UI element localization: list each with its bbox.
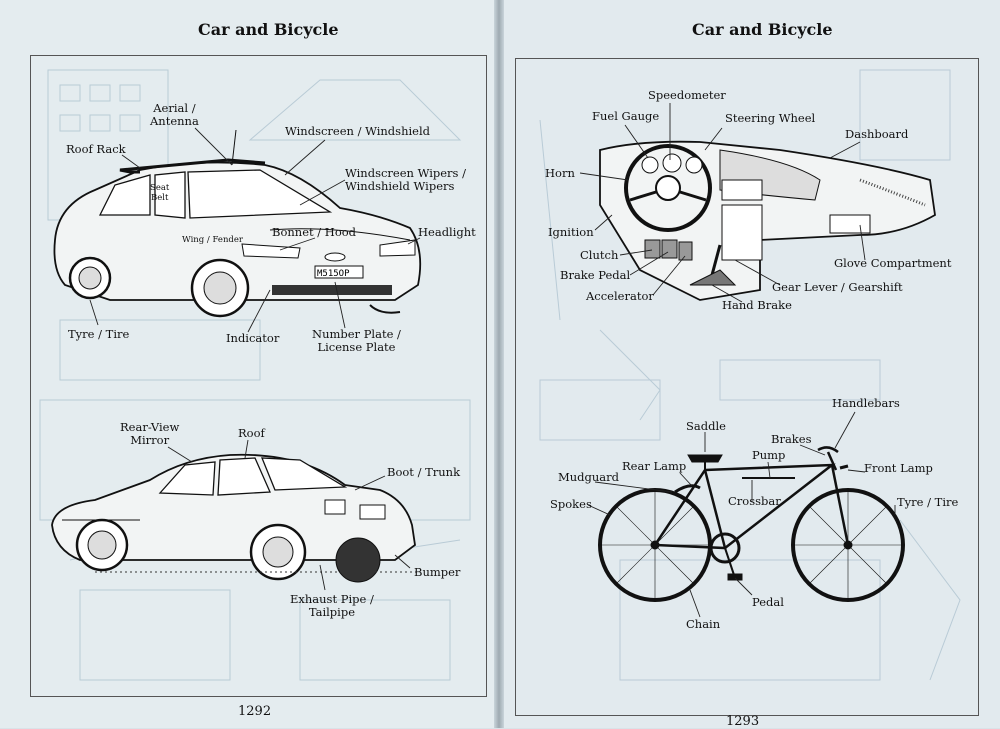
label-pump: Pump (752, 448, 786, 462)
label-number-plate: Number Plate / License Plate (312, 328, 401, 354)
label-wing: Wing / Fender (182, 235, 243, 245)
label-chain: Chain (686, 617, 721, 631)
bicycle-leader-lines (587, 411, 896, 618)
label-aerial-line2: Antenna (150, 114, 199, 128)
label-rear-view-mirror: Rear-View Mirror (120, 421, 179, 447)
left-illustration-frame (30, 55, 487, 697)
right-page-heading: Car and Bicycle (692, 20, 833, 39)
label-wipers-line2: Windshield Wipers (345, 179, 455, 193)
car-rear-leader-lines (167, 439, 411, 591)
label-fuel-gauge: Fuel Gauge (592, 109, 660, 123)
left-page-number: 1292 (238, 704, 272, 719)
label-exhaust-line2: Tailpipe (308, 605, 356, 619)
label-roof-rack: Roof Rack (66, 142, 126, 156)
label-steering-wheel: Steering Wheel (725, 111, 816, 125)
car-front-drawing (53, 129, 422, 318)
bicycle-drawing (598, 446, 905, 602)
book-spine (494, 0, 504, 728)
dashboard-drawing (599, 140, 936, 301)
right-page-number: 1293 (726, 714, 760, 729)
label-mudguard: Mudguard (558, 470, 620, 484)
label-glove-compartment: Glove Compartment (834, 256, 952, 270)
label-mirror-line2: Mirror (130, 433, 170, 447)
left-page (0, 0, 496, 728)
label-horn: Horn (545, 166, 575, 180)
label-ignition: Ignition (548, 225, 594, 239)
label-wipers-line1: Windscreen Wipers / (345, 166, 466, 180)
label-aerial: Aerial / Antenna (150, 102, 199, 128)
label-crossbar: Crossbar (728, 494, 781, 508)
label-handlebars: Handlebars (832, 396, 900, 410)
label-exhaust: Exhaust Pipe / Tailpipe (290, 593, 374, 619)
label-number-plate-line1: Number Plate / (312, 327, 401, 341)
label-speedometer: Speedometer (648, 88, 726, 102)
label-dashboard: Dashboard (845, 127, 909, 141)
label-brakes: Brakes (771, 432, 812, 446)
label-brake-pedal: Brake Pedal (560, 268, 631, 282)
right-illustration-frame (515, 58, 979, 716)
label-aerial-line1: Aerial / (153, 101, 196, 115)
label-saddle: Saddle (686, 419, 726, 433)
label-gear-lever: Gear Lever / Gearshift (772, 280, 903, 294)
label-bumper: Bumper (414, 565, 461, 579)
label-seat-belt: Seat Belt (150, 183, 169, 203)
label-wipers: Windscreen Wipers / Windshield Wipers (345, 167, 466, 193)
label-pedal: Pedal (752, 595, 784, 609)
label-bonnet: Bonnet / Hood (272, 225, 357, 239)
label-hand-brake: Hand Brake (722, 298, 792, 312)
car-rear-drawing (51, 453, 420, 583)
dashboard-leader-lines (579, 103, 866, 303)
label-spokes: Spokes (550, 497, 592, 511)
label-number-plate-line2: License Plate (317, 340, 396, 354)
label-tyre-bicycle: Tyre / Tire (897, 495, 959, 509)
label-clutch: Clutch (580, 248, 619, 262)
right-page (500, 0, 1000, 728)
plate-text: M515OP (317, 269, 350, 279)
label-windscreen: Windscreen / Windshield (285, 124, 431, 138)
label-exhaust-line1: Exhaust Pipe / (290, 592, 374, 606)
label-front-lamp: Front Lamp (864, 461, 933, 475)
label-seat-belt-line2: Belt (150, 193, 169, 203)
label-tyre-front: Tyre / Tire (68, 327, 130, 341)
car-front-leader-lines (89, 127, 421, 333)
label-accelerator: Accelerator (586, 289, 654, 303)
label-rear-lamp: Rear Lamp (622, 459, 687, 473)
label-headlight: Headlight (418, 225, 476, 239)
left-page-heading: Car and Bicycle (198, 20, 339, 39)
label-boot: Boot / Trunk (387, 465, 461, 479)
label-roof: Roof (238, 426, 265, 440)
background-scenery-right (539, 69, 961, 681)
label-indicator: Indicator (226, 331, 280, 345)
label-seat-belt-line1: Seat (150, 183, 170, 193)
label-mirror-line1: Rear-View (120, 420, 180, 434)
